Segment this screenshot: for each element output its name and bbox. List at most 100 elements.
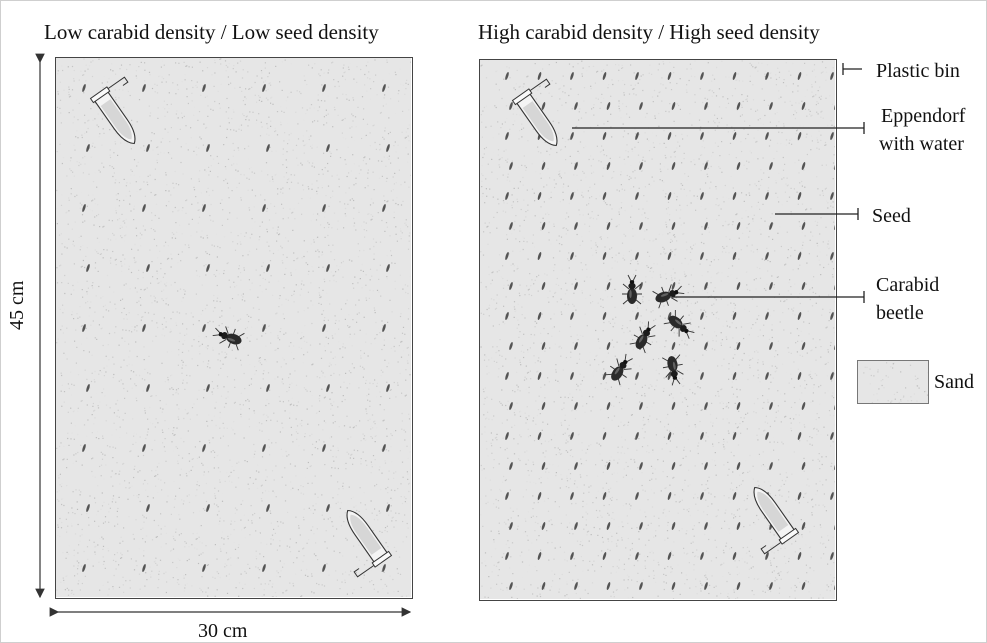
seed-high-density [830, 191, 834, 201]
seed-high-density [830, 491, 834, 501]
seed-high-density [830, 311, 834, 321]
seed-low-density [262, 83, 266, 93]
seed-high-density [509, 401, 513, 411]
seed-high-density [606, 161, 611, 171]
seed-high-density [801, 521, 806, 531]
seed-low-density [202, 323, 206, 333]
left-panel-title: Low carabid density / Low seed density [44, 20, 379, 44]
seed-high-density [671, 401, 676, 411]
seed-high-density [769, 221, 773, 231]
seed-low-density [142, 563, 146, 573]
seed-high-density [732, 371, 737, 381]
seed-high-density [671, 281, 676, 291]
seed-high-density [671, 581, 676, 591]
seed-high-density [509, 281, 513, 291]
seed-high-density [769, 281, 773, 291]
seed-high-density [797, 371, 802, 381]
seed-high-density [635, 551, 639, 561]
seed-high-density [732, 71, 737, 81]
width-dimension-label: 30 cm [198, 620, 248, 642]
seed-low-density [202, 83, 206, 93]
seed-high-density [537, 371, 542, 381]
seed-high-density [671, 161, 676, 171]
seed-high-density [667, 191, 672, 201]
seed-high-density [700, 431, 704, 441]
left-bin-drawing [56, 58, 411, 597]
seed-high-density [541, 101, 546, 111]
seed-high-density [574, 581, 578, 591]
seed-high-density [541, 341, 546, 351]
seed-low-density [386, 503, 390, 513]
seed-high-density [700, 251, 704, 261]
seed-high-density [635, 491, 639, 501]
seed-high-density [704, 581, 708, 591]
seed-high-density [606, 521, 611, 531]
seed-high-density [671, 461, 676, 471]
seed-high-density [570, 311, 574, 321]
seed-high-density [574, 221, 578, 231]
seed-high-density [635, 131, 639, 141]
seed-low-density [382, 83, 386, 93]
seed-high-density [541, 221, 546, 231]
seed-low-density [82, 83, 86, 93]
seed-high-density [635, 311, 639, 321]
seed-high-density [570, 131, 574, 141]
seed-high-density [667, 131, 672, 141]
seed-low-density [82, 563, 86, 573]
seed-high-density [700, 551, 704, 561]
seed-low-density [202, 563, 206, 573]
seed-high-density [537, 251, 542, 261]
seed-high-density [765, 311, 769, 321]
seed-high-density [505, 191, 509, 201]
seed-high-density [704, 281, 708, 291]
seed-high-density [765, 371, 769, 381]
seed-high-density [509, 101, 513, 111]
seed-high-density [732, 431, 737, 441]
seed-high-density [700, 371, 704, 381]
seed-high-density [732, 131, 737, 141]
seed-high-density [830, 431, 834, 441]
seed-high-density [574, 101, 578, 111]
seed-high-density [736, 281, 741, 291]
seed-high-density [541, 401, 546, 411]
seed-high-density [704, 341, 708, 351]
seed-high-density [769, 341, 773, 351]
carabid-beetle [629, 321, 656, 354]
seed-high-density [667, 71, 672, 81]
seed-high-density [704, 161, 708, 171]
seed-high-density [574, 401, 578, 411]
sand-swatch [857, 360, 929, 404]
seed-low-density [142, 443, 146, 453]
seed-high-density [537, 71, 542, 81]
seed-high-density [671, 521, 676, 531]
seed-high-density [639, 401, 643, 411]
seed-high-density [505, 251, 509, 261]
seed-high-density [765, 131, 769, 141]
carabid-label-line2: beetle [876, 302, 924, 324]
eppendorf-label-line1: Eppendorf [881, 105, 966, 127]
seed-low-density [86, 383, 90, 393]
seed-low-density [146, 503, 150, 513]
seed-high-density [570, 551, 574, 561]
seed-low-density [146, 263, 150, 273]
seed-high-density [736, 461, 741, 471]
seed-low-density [82, 323, 86, 333]
seed-high-density [505, 371, 509, 381]
seed-low-density [206, 383, 210, 393]
seed-high-density [639, 161, 643, 171]
seed-high-density [639, 521, 643, 531]
seed-low-density [262, 323, 266, 333]
eppendorf-top-left [511, 78, 558, 147]
seed-high-density [700, 191, 704, 201]
seed-high-density [537, 491, 542, 501]
seed-high-density [602, 311, 607, 321]
seed-high-density [704, 401, 708, 411]
seed-high-density [736, 221, 741, 231]
seed-high-density [830, 131, 834, 141]
eppendorf-label-line2: with water [879, 133, 964, 155]
seed-high-density [732, 191, 737, 201]
seed-high-density [700, 311, 704, 321]
seed-low-density [266, 503, 270, 513]
seed-high-density [541, 521, 546, 531]
carabid-beetle [622, 274, 642, 305]
